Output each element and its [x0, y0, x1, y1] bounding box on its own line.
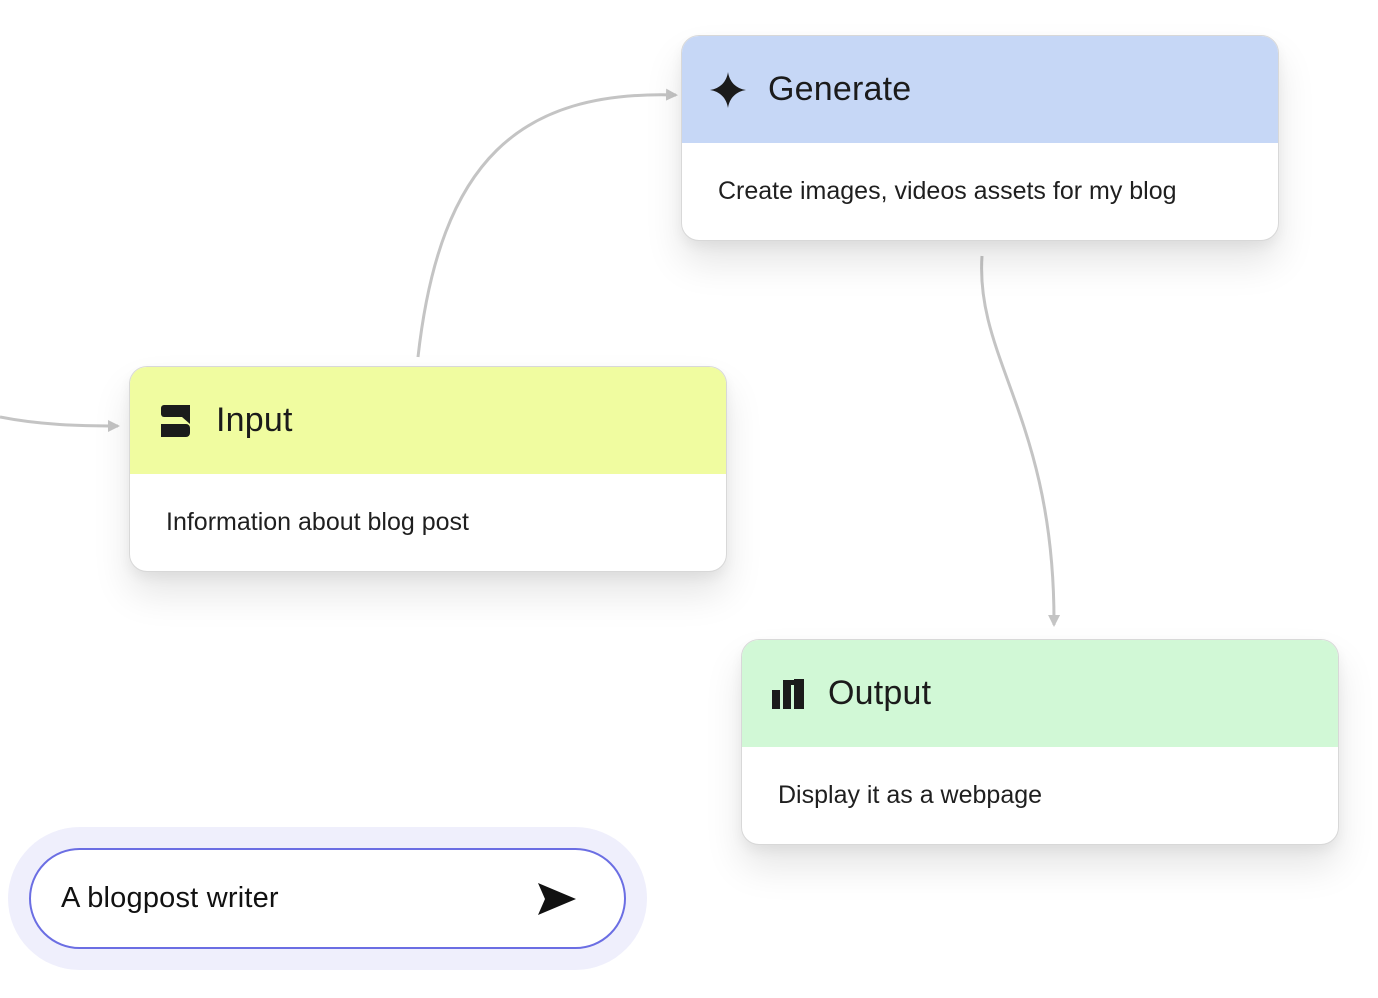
- sparkle-icon: [708, 70, 748, 110]
- node-output[interactable]: Output Display it as a webpage: [741, 639, 1339, 845]
- node-generate-description: Create images, videos assets for my blog: [718, 177, 1177, 205]
- node-generate-header[interactable]: Generate: [682, 36, 1278, 143]
- node-input-title: Input: [216, 401, 293, 439]
- edge-generate-to-output: [980, 255, 1061, 627]
- node-generate-title: Generate: [768, 70, 912, 108]
- send-button[interactable]: [534, 876, 580, 922]
- edge-external-to-input: [0, 415, 120, 432]
- send-icon: [538, 882, 576, 915]
- bar-chart-icon: [768, 674, 808, 714]
- prompt-input[interactable]: A blogpost writer: [29, 848, 626, 949]
- node-input-header[interactable]: Input: [130, 367, 726, 474]
- edge-input-to-generate: [416, 88, 678, 358]
- node-input-description: Information about blog post: [166, 508, 469, 536]
- node-output-description: Display it as a webpage: [778, 781, 1043, 809]
- node-input[interactable]: Input Information about blog post: [129, 366, 727, 572]
- input-icon: [156, 401, 196, 441]
- node-output-header[interactable]: Output: [742, 640, 1338, 747]
- node-output-title: Output: [828, 674, 932, 712]
- node-generate[interactable]: Generate Create images, videos assets fo…: [681, 35, 1279, 241]
- prompt-input-value[interactable]: A blogpost writer: [61, 882, 279, 914]
